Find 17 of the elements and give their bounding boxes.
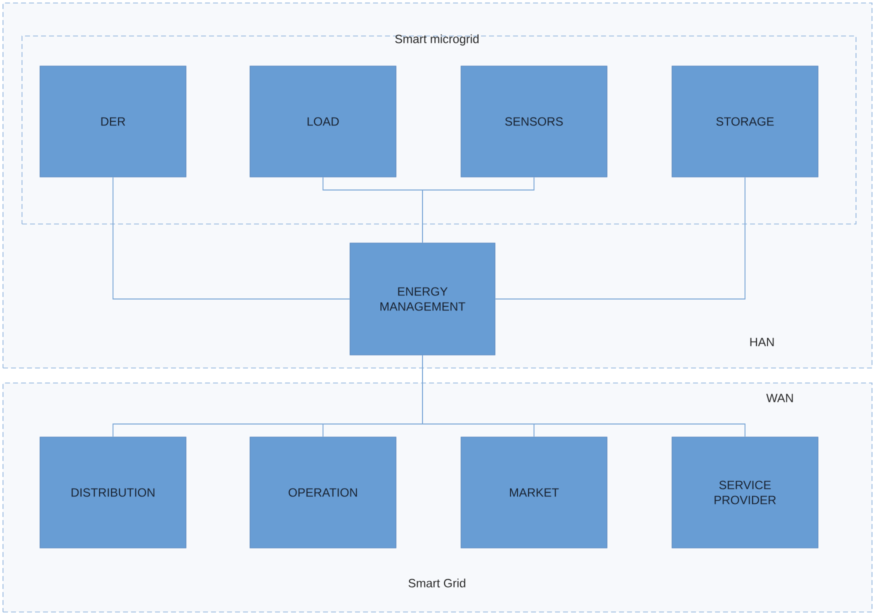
group-label: Smart Grid [408,578,466,588]
process-box: SENSORS [460,66,608,178]
process-box: DISTRIBUTION [40,436,186,548]
group-label: Smart microgrid [395,34,479,46]
process-box: STORAGE [672,66,818,178]
process-box: DER [40,66,186,178]
connector-line [422,354,746,438]
process-box: ENERGY MANAGEMENT [350,242,496,356]
connector-line [422,176,534,244]
process-box: MARKET [460,436,608,548]
group-label: WAN [766,394,793,402]
connector-line [494,176,746,300]
process-box: SERVICE PROVIDER [672,436,818,548]
process-box: OPERATION [250,436,396,548]
process-box: LOAD [250,66,396,178]
connector-line [112,176,350,300]
group-label: HAN [750,338,774,346]
